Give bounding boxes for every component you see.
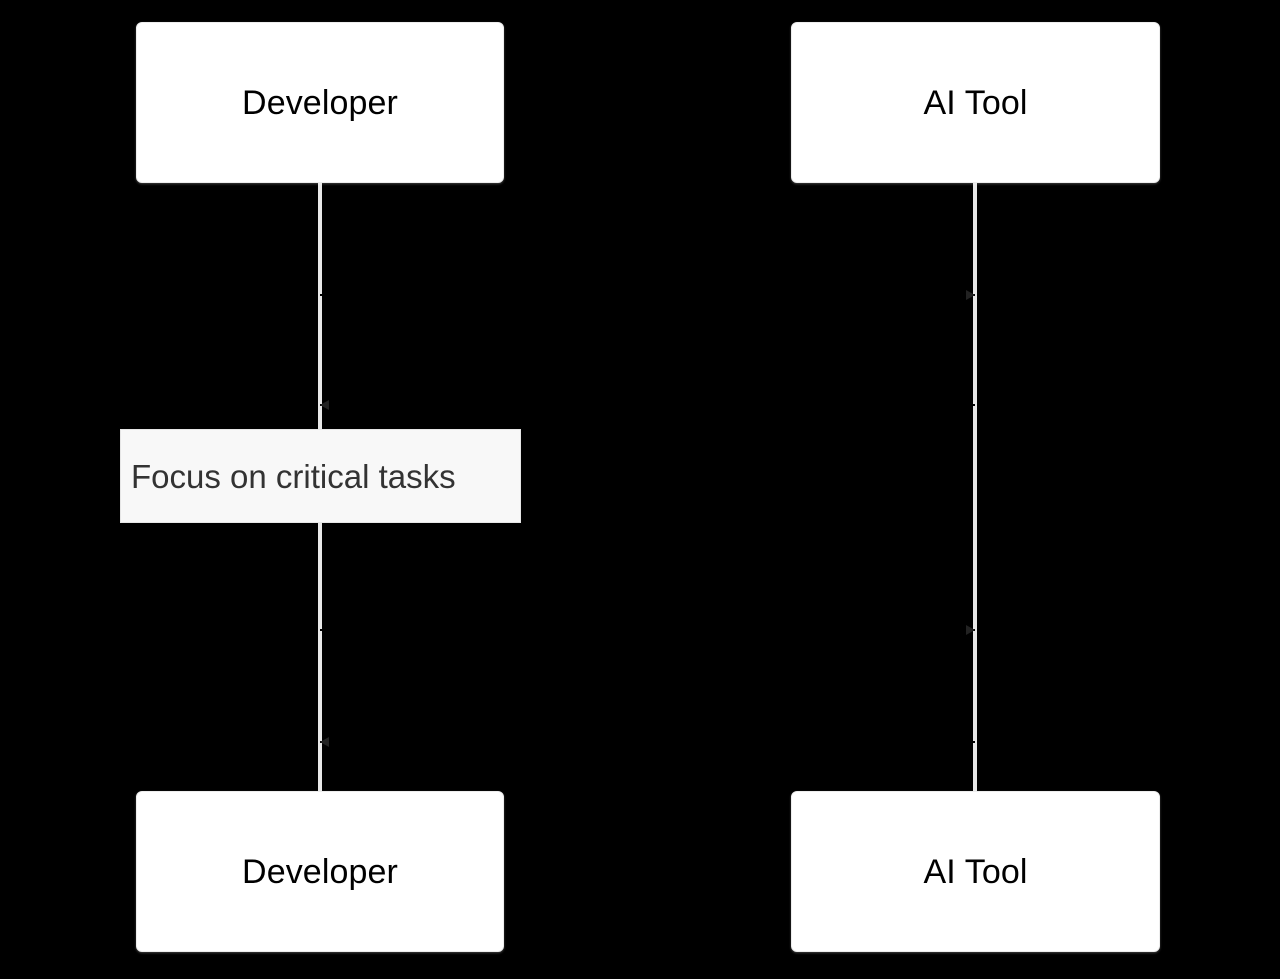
- message-arrowhead-1: [320, 400, 329, 410]
- message-line-0: [320, 294, 975, 296]
- message-arrowhead-2: [966, 625, 975, 635]
- note-focus-on-critical-tasks[interactable]: Focus on critical tasks: [120, 429, 521, 523]
- actor-label-developer-bottom: Developer: [242, 852, 398, 891]
- actor-box-developer-top[interactable]: Developer: [136, 22, 504, 183]
- message-line-2: [320, 629, 975, 631]
- actor-label-ai-tool-top: AI Tool: [923, 83, 1028, 122]
- lifeline-ai-tool: [973, 183, 977, 791]
- note-label: Focus on critical tasks: [131, 457, 456, 495]
- actor-label-ai-tool-bottom: AI Tool: [923, 852, 1028, 891]
- actor-box-ai-tool-top[interactable]: AI Tool: [791, 22, 1160, 183]
- message-arrowhead-0: [966, 290, 975, 300]
- actor-label-developer-top: Developer: [242, 83, 398, 122]
- actor-box-developer-bottom[interactable]: Developer: [136, 791, 504, 952]
- message-arrowhead-3: [320, 737, 329, 747]
- message-line-1: [320, 404, 975, 406]
- message-line-3: [320, 741, 975, 743]
- actor-box-ai-tool-bottom[interactable]: AI Tool: [791, 791, 1160, 952]
